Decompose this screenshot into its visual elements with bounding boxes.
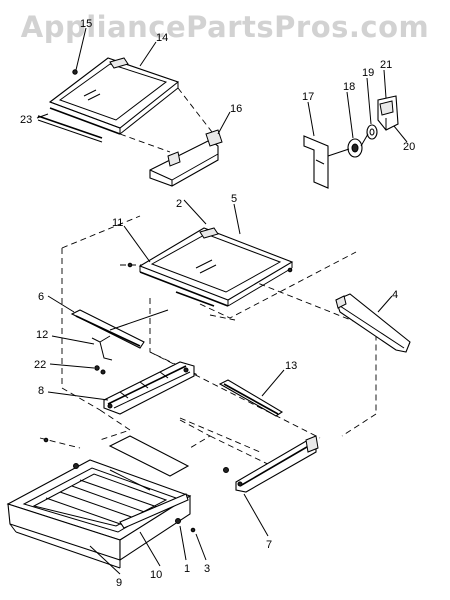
- callout-label: 21: [380, 59, 392, 71]
- part-screw-3[interactable]: [190, 527, 196, 533]
- watermark-text: AppliancePartsPros.com: [20, 10, 430, 44]
- callout-label: 23: [20, 114, 32, 126]
- part-screw-1[interactable]: [175, 518, 181, 524]
- callout-label: 5: [231, 193, 237, 205]
- callout-label: 16: [230, 103, 242, 115]
- part-shelf-support-16[interactable]: [149, 129, 223, 187]
- callout-label: 7: [266, 539, 272, 551]
- callout-label: 4: [392, 289, 398, 301]
- part-bracket-17[interactable]: [303, 135, 329, 189]
- part-screw-shelf[interactable]: [127, 262, 133, 268]
- callout-label: 15: [80, 18, 92, 30]
- callout-label: 17: [302, 91, 314, 103]
- part-bracket-20-21[interactable]: [377, 95, 399, 131]
- part-middle-shelf-trim-11[interactable]: [175, 291, 215, 307]
- callout-label: 1: [184, 563, 190, 575]
- part-bar-13[interactable]: [218, 379, 284, 417]
- part-crisper-drawer-9[interactable]: [6, 459, 192, 569]
- callout-label: 22: [34, 359, 46, 371]
- part-screw-7[interactable]: [223, 467, 229, 473]
- part-rail-6[interactable]: [70, 309, 169, 349]
- part-clip-22[interactable]: [94, 365, 106, 375]
- part-drawer-slide-7[interactable]: [235, 435, 319, 493]
- part-drawer-cover-10[interactable]: [108, 435, 190, 529]
- callout-label: 9: [116, 577, 122, 589]
- part-top-shelf-trim[interactable]: [37, 115, 103, 143]
- part-washer-19[interactable]: [366, 124, 378, 140]
- part-bracket-12[interactable]: [91, 335, 113, 361]
- callout-label: 10: [150, 569, 162, 581]
- callout-label: 2: [176, 198, 182, 210]
- part-middle-glass-shelf[interactable]: [138, 227, 294, 307]
- callout-label: 6: [38, 291, 44, 303]
- callout-label: 3: [204, 563, 210, 575]
- part-slide-track-8[interactable]: [103, 361, 195, 415]
- part-screw-15[interactable]: [72, 69, 78, 75]
- callout-label: 12: [36, 329, 48, 341]
- callout-label: 20: [403, 141, 415, 153]
- callout-label: 13: [285, 360, 297, 372]
- part-top-glass-shelf[interactable]: [48, 57, 180, 135]
- callout-label: 8: [38, 385, 44, 397]
- part-roller-18[interactable]: [347, 138, 363, 158]
- part-screw-shelf[interactable]: [287, 267, 293, 273]
- callout-label: 11: [112, 217, 123, 229]
- part-screw-drawer[interactable]: [43, 437, 49, 443]
- callout-label: 18: [343, 81, 355, 93]
- callout-label: 14: [156, 32, 168, 44]
- part-screw-drawer[interactable]: [73, 463, 79, 469]
- part-rail-4[interactable]: [335, 293, 411, 353]
- callout-label: 19: [362, 67, 374, 79]
